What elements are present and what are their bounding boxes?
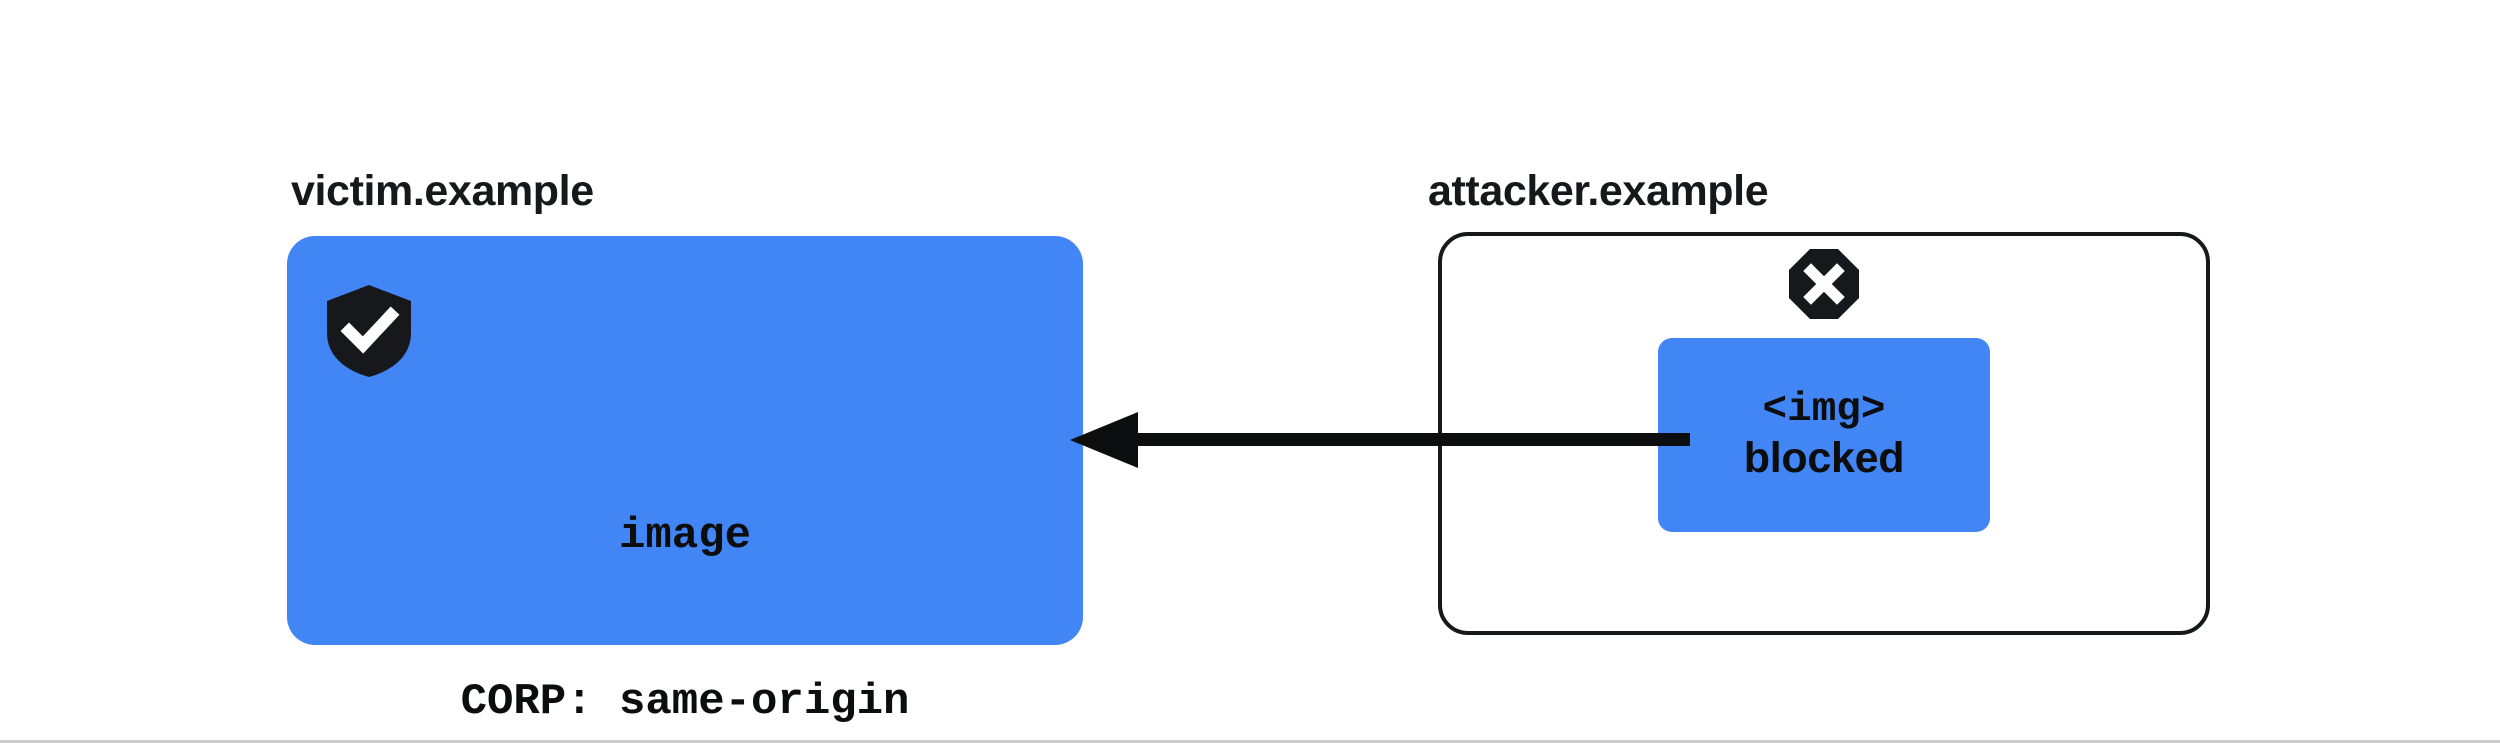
octagon-x-icon	[1788, 248, 1860, 320]
victim-resource-box: image CORP: same-origin	[287, 236, 1083, 727]
attacker-img-element-box: <img> blocked	[1658, 338, 1990, 532]
victim-origin-label: victim.example	[291, 167, 594, 215]
attacker-img-status: blocked	[1743, 433, 1905, 482]
attacker-origin-label: attacker.example	[1428, 167, 1769, 215]
attacker-page-box: <img> blocked	[1438, 232, 2210, 635]
shield-check-icon	[323, 283, 415, 379]
victim-corp-header: CORP: same-origin	[460, 677, 910, 728]
victim-resource-text: image CORP: same-origin	[287, 398, 1083, 740]
attacker-img-tag: <img>	[1762, 386, 1886, 433]
victim-resource-name: image	[618, 510, 752, 561]
